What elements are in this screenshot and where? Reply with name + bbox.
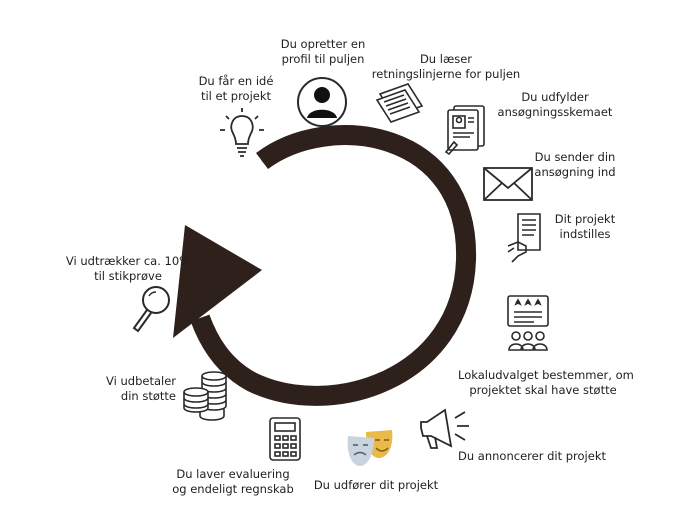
- user-profile-icon: [297, 77, 347, 127]
- step-label-spot-check: Vi udtrækker ca. 10% til stikprøve: [65, 254, 191, 283]
- magnifier-icon: [132, 286, 170, 333]
- envelope-icon: [483, 167, 533, 201]
- lightbulb-icon: [220, 108, 264, 157]
- step-label-recommended: Dit projekt indstilles: [554, 212, 616, 241]
- application-form-icon: [444, 105, 485, 156]
- cycle-arrow-body: [190, 125, 477, 406]
- step-label-announce: Du annoncerer dit projekt: [458, 449, 606, 463]
- step-label-idea: Du får en idé til et projekt: [198, 74, 274, 103]
- step-label-create-profile: Du opretter en profil til puljen: [280, 37, 366, 66]
- megaphone-icon: [420, 408, 469, 449]
- step-label-execute: Du udfører dit projekt: [313, 478, 439, 492]
- coins-icon: [183, 371, 227, 421]
- step-label-send-application: Du sender din ansøgning ind: [534, 150, 616, 179]
- committee-icon: [507, 295, 549, 351]
- cycle-arrowhead: [173, 225, 262, 338]
- cycle-arrow-tail: [261, 132, 371, 163]
- step-label-evaluation: Du laver evaluering og endeligt regnskab: [172, 467, 294, 496]
- document-hand-icon: [507, 213, 541, 263]
- step-label-fill-form: Du udfylder ansøgningsskemaet: [497, 90, 613, 119]
- step-label-payout: Vi udbetaler din støtte: [106, 374, 176, 403]
- step-label-committee-decides: Lokaludvalget bestemmer, om projektet sk…: [458, 368, 634, 397]
- step-label-read-guidelines: Du læser retningslinjerne for puljen: [371, 52, 521, 81]
- theater-masks-icon: [347, 430, 393, 466]
- newspaper-icon: [375, 83, 424, 123]
- calculator-icon: [269, 417, 301, 461]
